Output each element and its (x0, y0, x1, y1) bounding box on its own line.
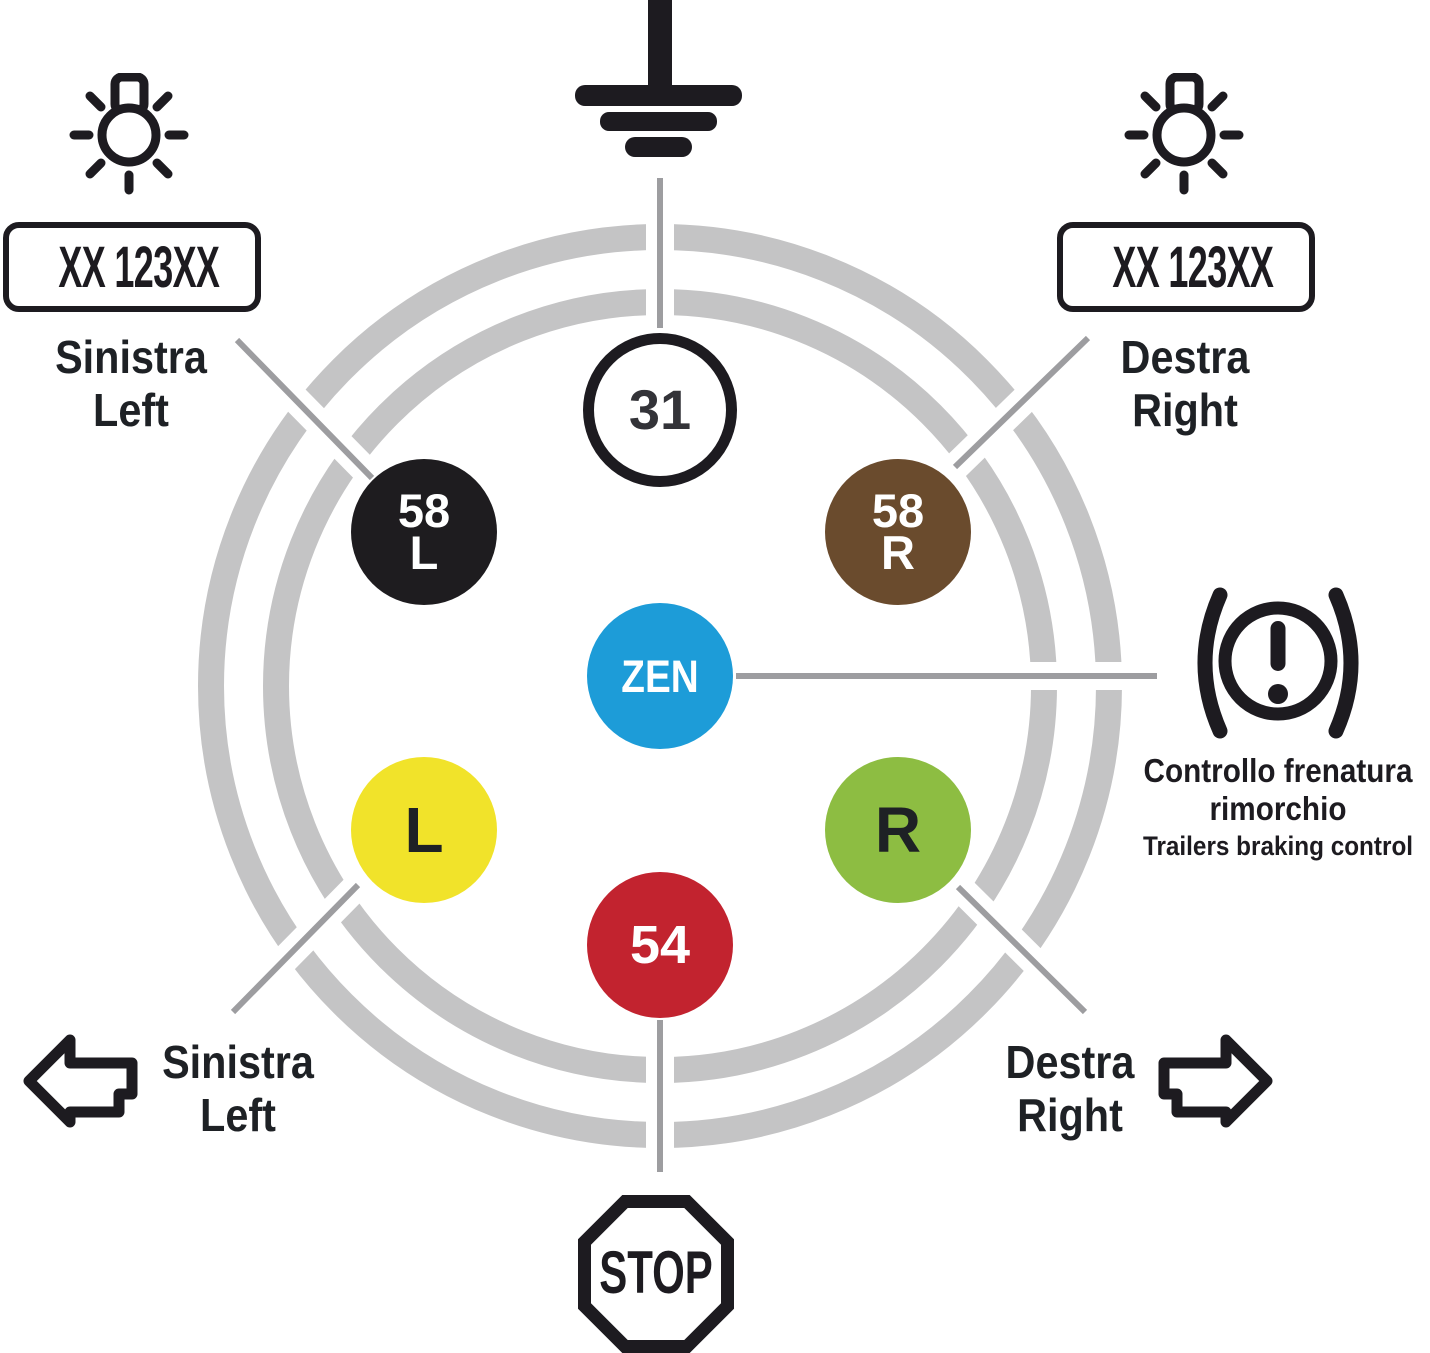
pin-label: L (404, 794, 444, 866)
label-line: Left (200, 1089, 276, 1141)
stop-octagon (578, 1195, 734, 1353)
stop-label: STOP (599, 1238, 713, 1306)
label-line: Destra (1005, 1036, 1135, 1088)
label-line: Sinistra (162, 1036, 314, 1088)
plate-number: XX 123XX (58, 234, 220, 300)
label-line: Trailers braking control (1142, 831, 1414, 861)
pin-58l-tail-light-left: 58 L (351, 459, 497, 605)
ground-symbol-icon (575, 0, 742, 157)
pin-label: L (409, 526, 439, 579)
label-line: Controllo frenatura (1143, 752, 1413, 789)
pin-label: ZEN (621, 650, 699, 702)
label-line: rimorchio (1209, 790, 1347, 827)
left-arrow-icon (23, 1034, 138, 1128)
pin-label: 54 (629, 915, 691, 975)
pin-r-indicator-right: R (825, 757, 971, 903)
pin-label: 31 (628, 378, 692, 441)
label-line: Sinistra (55, 331, 207, 383)
trailer-brake-warning-icon (1197, 587, 1359, 739)
license-plate-left: XX 123XX (3, 222, 261, 312)
label-turn-left: Sinistra Left (148, 1036, 328, 1142)
label-trailer-brake-control: Controllo frenatura rimorchio Trailers b… (1126, 752, 1430, 863)
light-bulb-icon (69, 73, 189, 195)
pin-l-indicator-left: L (351, 757, 497, 903)
pin-31-ground: 31 (583, 333, 737, 487)
pin-label: R (874, 794, 922, 866)
pin-label: 58 (397, 483, 451, 537)
label-line: Destra (1120, 331, 1250, 383)
label-turn-right: Destra Right (980, 1036, 1160, 1142)
label-line: Left (93, 384, 169, 436)
light-bulb-icon (1124, 73, 1244, 195)
plate-number: XX 123XX (1112, 234, 1274, 300)
pin-label: 58 (871, 483, 925, 537)
right-arrow-icon (1158, 1034, 1273, 1128)
label-line: Right (1132, 384, 1238, 436)
license-plate-right: XX 123XX (1057, 222, 1315, 312)
pin-label: R (881, 526, 915, 579)
stop-sign: STOP (578, 1193, 734, 1353)
pin-zen-center: ZEN (587, 603, 733, 749)
pin-54-stop-light: 54 (587, 872, 733, 1018)
label-plate-light-left: Sinistra Left (0, 331, 262, 437)
label-line: Right (1017, 1089, 1123, 1141)
pin-58r-tail-light-right: 58 R (825, 459, 971, 605)
label-plate-light-right: Destra Right (1054, 331, 1316, 437)
